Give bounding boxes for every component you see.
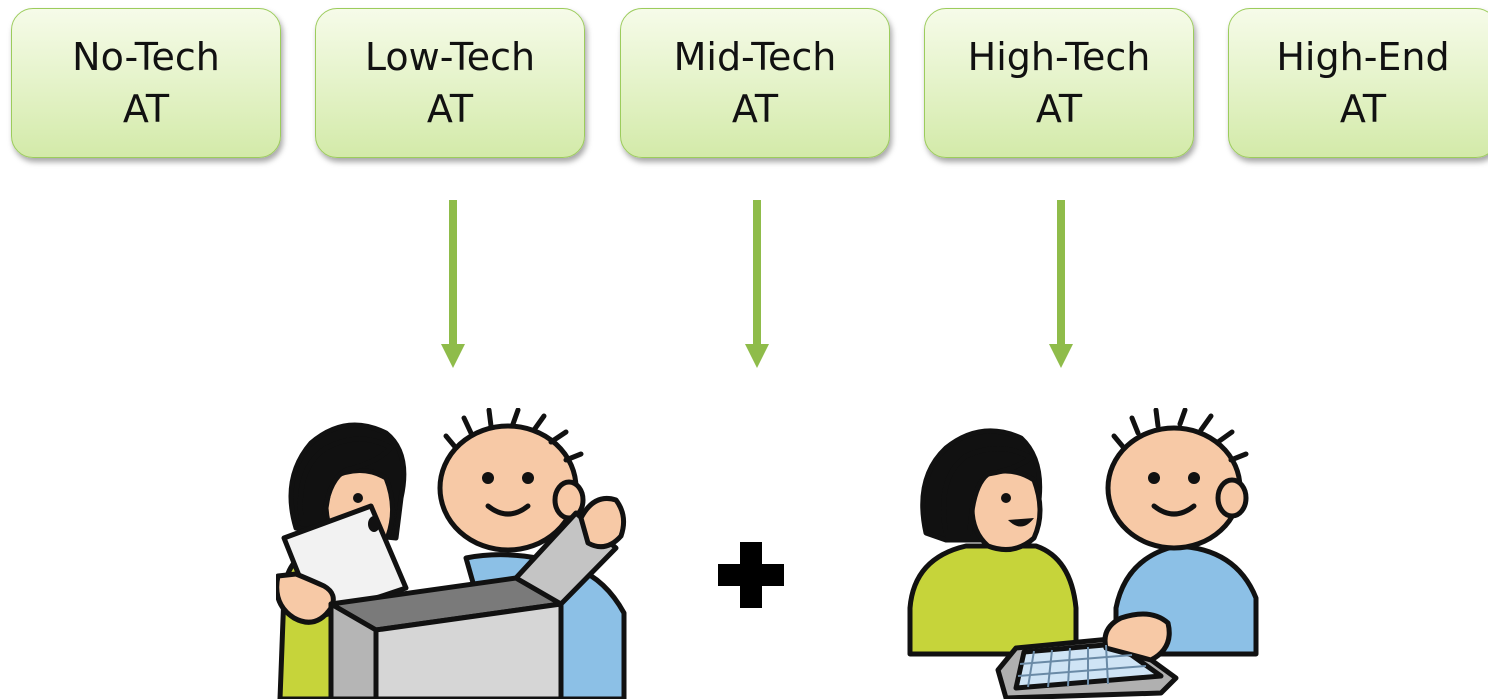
category-box-high-tech: High-Tech AT [924,8,1194,158]
category-label-line1: No-Tech [72,35,220,79]
category-label-line2: AT [122,87,170,131]
category-label-line1: High-Tech [967,35,1151,79]
category-box-high-end: High-End AT [1228,8,1488,158]
category-box-low-tech: Low-Tech AT [315,8,585,158]
category-label-line2: AT [731,87,779,131]
category-box-mid-tech: Mid-Tech AT [620,8,890,158]
category-label-line2: AT [1339,87,1387,131]
people-unboxing-icon [276,408,627,699]
arrow-down-icon [745,200,769,368]
category-label-line1: Mid-Tech [673,35,837,79]
category-label-line1: High-End [1276,35,1450,79]
category-label-line2: AT [1035,87,1083,131]
category-label-line1: Low-Tech [364,35,536,79]
people-tablet-icon [907,408,1259,699]
category-label-line2: AT [426,87,474,131]
category-box-no-tech: No-Tech AT [11,8,281,158]
arrow-down-icon [1049,200,1073,368]
plus-icon [718,542,784,608]
arrow-down-icon [441,200,465,368]
